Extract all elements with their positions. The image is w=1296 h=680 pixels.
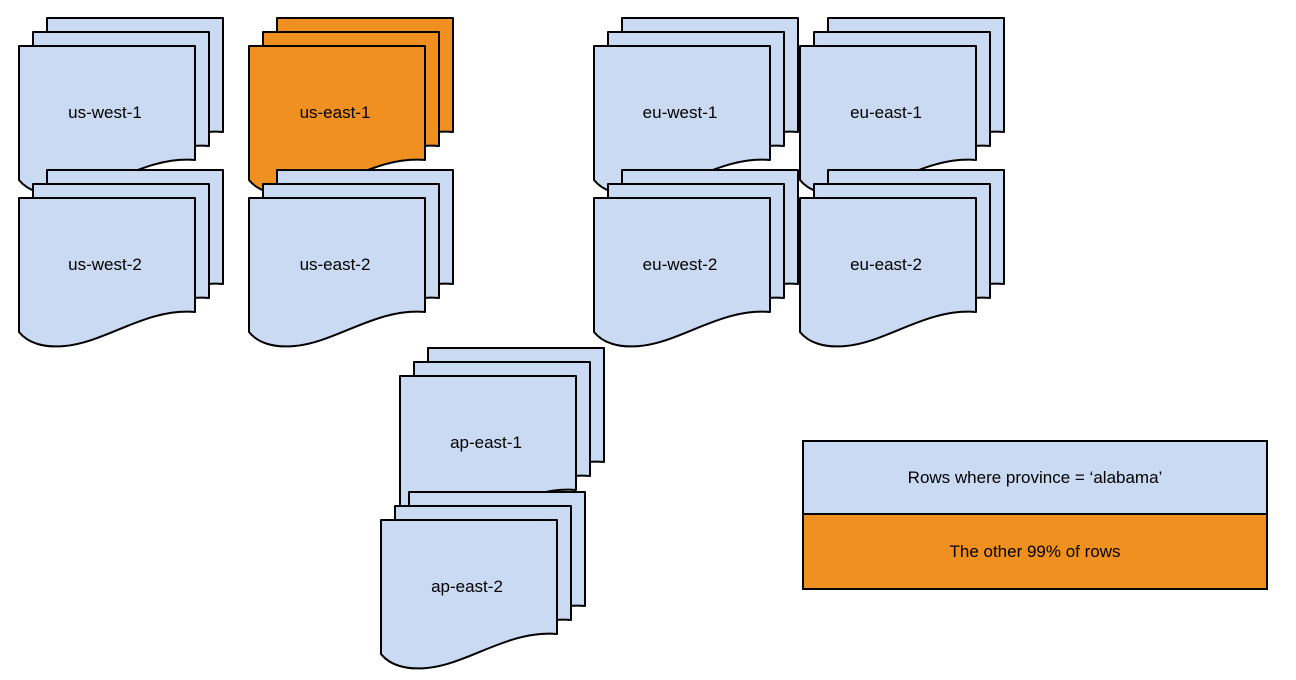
region-stack-shape xyxy=(248,169,454,348)
region-stack-eu-west-2[interactable]: eu-west-2 xyxy=(592,168,799,350)
region-stack-shape xyxy=(248,17,454,196)
region-stack-eu-west-1[interactable]: eu-west-1 xyxy=(592,16,799,198)
region-stack-ap-east-1[interactable]: ap-east-1 xyxy=(398,346,605,528)
region-stack-shape xyxy=(799,169,1005,348)
region-stack-shape xyxy=(18,17,224,196)
legend-label-normal: Rows where province = ‘alabama’ xyxy=(907,467,1163,487)
region-stack-us-east-2[interactable]: us-east-2 xyxy=(247,168,454,350)
region-stack-eu-east-2[interactable]: eu-east-2 xyxy=(798,168,1005,350)
region-stack-us-east-1[interactable]: us-east-1 xyxy=(247,16,454,198)
legend-label-highlight: The other 99% of rows xyxy=(949,541,1121,561)
region-stack-us-west-2[interactable]: us-west-2 xyxy=(17,168,224,350)
legend-item-highlight: The other 99% of rows xyxy=(804,515,1266,588)
region-stack-shape xyxy=(799,17,1005,196)
region-stack-shape xyxy=(399,347,605,526)
region-stack-shape xyxy=(380,491,586,670)
region-stack-ap-east-2[interactable]: ap-east-2 xyxy=(379,490,586,672)
region-stack-us-west-1[interactable]: us-west-1 xyxy=(17,16,224,198)
region-stack-shape xyxy=(18,169,224,348)
region-stack-shape xyxy=(593,17,799,196)
legend-item-normal: Rows where province = ‘alabama’ xyxy=(804,442,1266,515)
region-stack-shape xyxy=(593,169,799,348)
legend: Rows where province = ‘alabama’ The othe… xyxy=(802,440,1268,590)
